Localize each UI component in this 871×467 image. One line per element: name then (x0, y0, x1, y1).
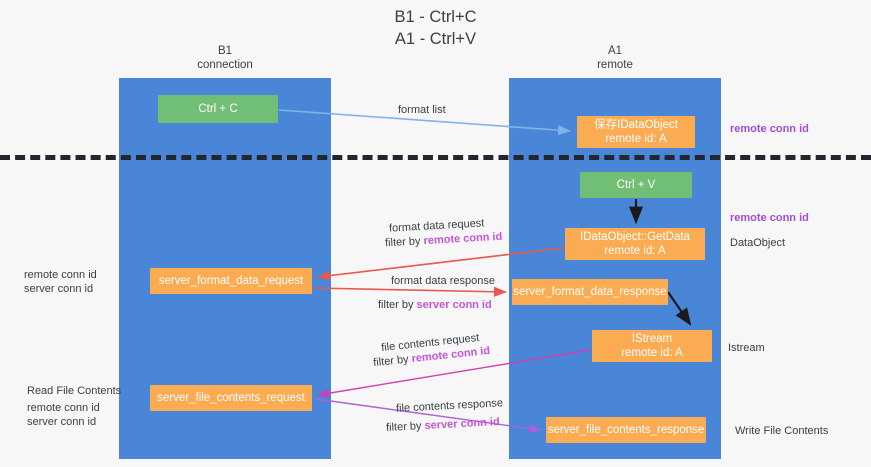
filter-key-1: remote conn id (423, 230, 503, 248)
title-line-1: B1 - Ctrl+C (394, 8, 477, 26)
label-remote-conn-id-top: remote conn id (730, 123, 809, 135)
filter-prefix-2: filter by (378, 299, 417, 311)
lane-header-b1: B1 connection (119, 44, 331, 72)
filter-prefix-4: filter by (385, 419, 425, 434)
label-left-server-conn-id: server conn id (24, 283, 94, 295)
filter-key-4: server conn id (424, 416, 500, 432)
title-line-2: A1 - Ctrl+V (394, 30, 477, 48)
label-left-remote-conn-id: remote conn id (24, 269, 97, 281)
box-ctrl-v-label: Ctrl + V (616, 179, 656, 191)
label-format-data-response: format data response (391, 275, 495, 287)
box-server-file-contents-response[interactable]: server_file_contents_response (546, 417, 706, 443)
label-write-file-contents: Write File Contents (735, 425, 829, 437)
lane-a1-name: A1 (607, 45, 623, 57)
box-server-file-contents-request[interactable]: server_file_contents_request (150, 385, 312, 411)
diagram-title: B1 - Ctrl+C A1 - Ctrl+V (0, 6, 871, 50)
label-left-remote-conn-id-2: remote conn id (27, 402, 100, 414)
filter-prefix-1: filter by (384, 235, 424, 250)
box-idataobject-getdata[interactable]: IDataObject::GetData remote id: A (565, 228, 705, 260)
lane-header-a1: A1 remote (509, 44, 721, 72)
connector-format-data-response (313, 286, 507, 297)
box-getdata-line1: IDataObject::GetData (580, 231, 690, 243)
lane-b1-name: B1 (217, 45, 233, 57)
box-ctrl-c[interactable]: Ctrl + C (158, 95, 278, 123)
lane-a1-sub: remote (597, 59, 633, 71)
box-istream-line2: remote id: A (621, 347, 683, 359)
label-file-contents-response: file contents response (395, 397, 504, 415)
label-remote-conn-id-mid: remote conn id (730, 212, 809, 224)
box-server-file-contents-request-label: server_file_contents_request (157, 392, 305, 404)
box-server-format-data-response-label: server_format_data_response (513, 286, 667, 298)
box-istream[interactable]: IStream remote id: A (592, 330, 712, 362)
box-server-format-data-request[interactable]: server_format_data_request (150, 268, 312, 294)
box-ctrl-v[interactable]: Ctrl + V (580, 172, 692, 198)
label-file-contents-response-filter: filter by server conn id (386, 415, 500, 435)
filter-key-2: server conn id (416, 299, 492, 311)
label-left-conn-ids-bottom: remote conn id server conn id (27, 401, 100, 429)
box-save-idataobject-line1: 保存IDataObject (594, 119, 678, 131)
label-istream-side: Istream (728, 342, 765, 354)
box-save-idataobject-line2: remote id: A (605, 133, 667, 145)
lane-b1-sub: connection (197, 59, 253, 71)
filter-prefix-3: filter by (372, 353, 413, 370)
box-ctrl-c-label: Ctrl + C (198, 103, 238, 115)
label-dataobject-side: DataObject (730, 237, 786, 249)
box-istream-line1: IStream (631, 333, 673, 345)
box-getdata-line2: remote id: A (604, 245, 666, 257)
box-server-format-data-request-label: server_format_data_request (158, 275, 304, 287)
box-save-idataobject[interactable]: 保存IDataObject remote id: A (577, 116, 695, 148)
label-format-list: format list (398, 104, 446, 116)
label-left-conn-ids-top: remote conn id server conn id (24, 268, 97, 296)
label-left-server-conn-id-2: server conn id (27, 416, 97, 428)
label-format-data-response-filter: filter by server conn id (378, 298, 492, 312)
phase-divider (0, 155, 871, 160)
label-read-file-contents: Read File Contents (27, 385, 122, 397)
box-server-file-contents-response-label: server_file_contents_response (547, 424, 705, 436)
box-server-format-data-response[interactable]: server_format_data_response (512, 279, 668, 305)
